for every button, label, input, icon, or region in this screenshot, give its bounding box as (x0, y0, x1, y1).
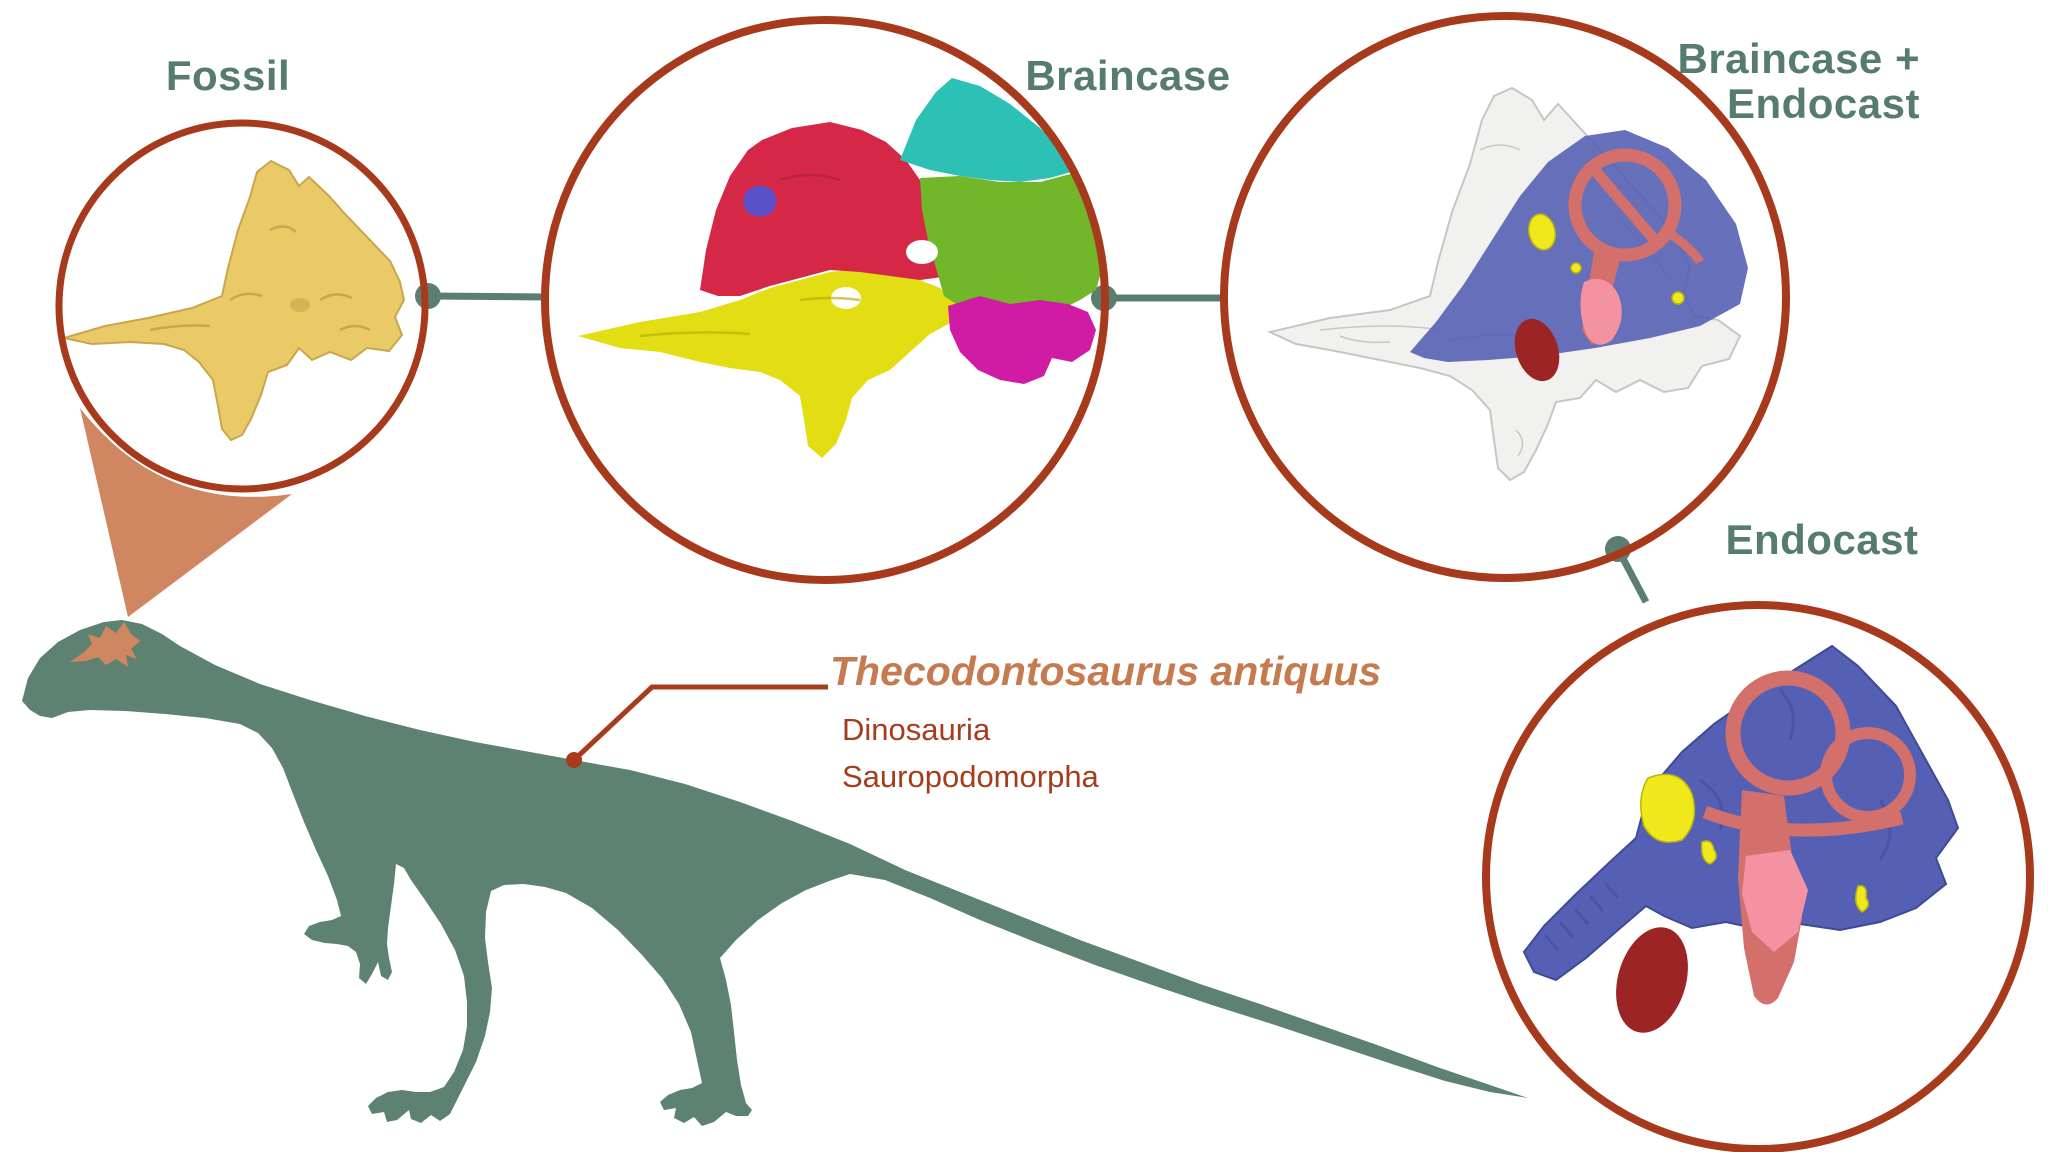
yellow-bit-1 (1700, 840, 1717, 865)
lateral-canal-large (1702, 805, 1904, 837)
dark-red-foramen (1514, 318, 1560, 382)
species-leader-line (572, 684, 828, 762)
endocast-render (1522, 644, 1960, 1033)
supraoccipital-cyan (900, 78, 1078, 182)
clade-sauropodomorpha: Sauropodomorpha (842, 758, 1099, 794)
yellow-blob-large (1640, 773, 1696, 843)
species-leader-dot (566, 752, 582, 768)
magnifier-wedge (80, 408, 292, 617)
panel-endocast (1482, 601, 2034, 1152)
fenestra-2 (906, 240, 938, 264)
semicircular-canal-loop (1568, 148, 1682, 262)
prootic-red (700, 122, 950, 296)
braincase-label: Braincase (1025, 52, 1231, 99)
clade-names: Dinosauria Sauropodomorpha (830, 707, 1381, 800)
endocast-circle-frame (1482, 601, 2034, 1152)
braincase-endocast-label-line2: Endocast (1726, 80, 1920, 128)
lagena-pink (1580, 278, 1622, 345)
anterior-canal-loop (1725, 670, 1851, 796)
species-leader (566, 684, 828, 768)
dark-red-foramen-large (1616, 927, 1688, 1033)
panel-braincase (541, 16, 1109, 584)
endocast-plate-blue (1410, 130, 1748, 362)
parabasisphenoid-yellow (578, 268, 958, 458)
dinosaur-silhouette (22, 620, 1528, 1126)
basioccipital-magenta (948, 296, 1096, 384)
fossil-render (63, 159, 406, 442)
braincase-circle-frame (541, 16, 1109, 584)
braincase-endocast-label-line1: Braincase + (1677, 35, 1920, 82)
species-name: Thecodontosaurus antiquus (830, 648, 1382, 694)
specimen-caption: Thecodontosaurus antiquus Dinosauria Sau… (830, 648, 1381, 800)
fossil-circle-frame (55, 119, 429, 493)
fossil-label: Fossil (165, 52, 291, 99)
fossil-texture (149, 225, 371, 332)
lagena-pink-large (1742, 850, 1808, 952)
fossil-recess (290, 298, 310, 312)
epipterygoid-blue (743, 185, 777, 217)
endocast-label: Endocast (1725, 516, 1919, 563)
braincase-texture-red (779, 173, 841, 182)
braincase-endocast-circle-frame (1220, 12, 1790, 582)
fossil-bone (63, 159, 406, 442)
connector-fossil-braincase (427, 292, 547, 301)
braincase-endocast-label: Braincase + Endocast (1600, 36, 1920, 127)
braincase-location-marker (70, 622, 140, 667)
panel-fossil (55, 119, 429, 493)
yellow-bit-2 (1855, 885, 1869, 913)
dinosaur-body (22, 620, 1528, 1126)
endocast-blue-texture (1543, 688, 1892, 951)
lateral-canal (1659, 224, 1704, 265)
otoccipital-green (920, 172, 1102, 318)
braincase-texture (639, 296, 861, 338)
yellow-spot-large (1527, 213, 1557, 251)
yellow-spot-small-2 (1671, 291, 1685, 305)
yellow-spot-small-1 (1570, 262, 1582, 274)
braincase-render (578, 78, 1102, 458)
braincase-endocast-render (1266, 86, 1748, 482)
canal-strut (1587, 163, 1663, 248)
panel-braincase-endocast (1220, 12, 1790, 582)
posterior-canal-loop (1820, 727, 1916, 823)
clade-dinosauria: Dinosauria (842, 712, 991, 747)
